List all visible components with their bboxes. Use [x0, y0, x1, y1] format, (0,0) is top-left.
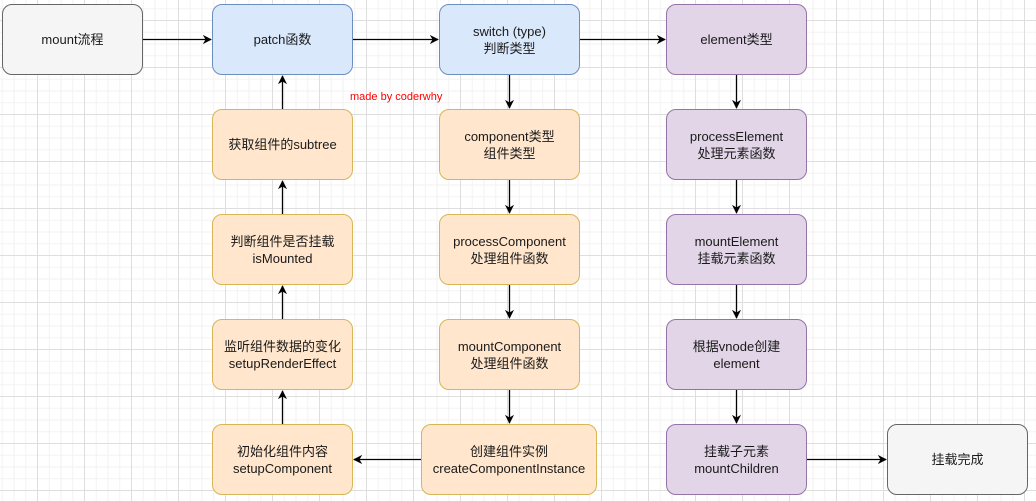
node-label: 获取组件的subtree — [228, 137, 337, 152]
node-mount-element[interactable]: mountElement 挂载元素函数 — [666, 214, 807, 285]
node-switch-type[interactable]: switch (type) 判断类型 — [439, 4, 580, 75]
node-sublabel: 组件类型 — [483, 145, 536, 161]
node-label: 创建组件实例 — [469, 443, 548, 459]
node-label: 监听组件数据的变化 — [223, 338, 341, 354]
node-label: mountElement — [694, 233, 779, 249]
node-label: 初始化组件内容 — [236, 443, 328, 459]
node-sublabel: setupComponent — [232, 460, 332, 476]
node-patch-function[interactable]: patch函数 — [212, 4, 353, 75]
node-sublabel: setupRenderEffect — [228, 355, 337, 371]
node-label: patch函数 — [253, 32, 312, 47]
node-mount-complete[interactable]: 挂载完成 — [887, 424, 1028, 495]
node-component-type[interactable]: component类型 组件类型 — [439, 109, 580, 180]
node-process-element[interactable]: processElement 处理元素函数 — [666, 109, 807, 180]
node-label: element类型 — [700, 32, 773, 47]
watermark-text: made by coderwhy — [350, 91, 443, 103]
node-sublabel: mountChildren — [694, 460, 779, 476]
node-mount-component[interactable]: mountComponent 处理组件函数 — [439, 319, 580, 390]
node-element-type[interactable]: element类型 — [666, 4, 807, 75]
node-sublabel: createComponentInstance — [432, 460, 586, 476]
node-is-mounted[interactable]: 判断组件是否挂载 isMounted — [212, 214, 353, 285]
node-setup-component[interactable]: 初始化组件内容 setupComponent — [212, 424, 353, 495]
node-label: switch (type) — [473, 23, 546, 39]
node-mount-flow[interactable]: mount流程 — [2, 4, 143, 75]
node-create-component-instance[interactable]: 创建组件实例 createComponentInstance — [421, 424, 597, 495]
node-label: mountComponent — [457, 338, 562, 354]
node-label: 根据vnode创建 — [692, 338, 781, 354]
node-mount-children[interactable]: 挂载子元素 mountChildren — [666, 424, 807, 495]
node-setup-render-effect[interactable]: 监听组件数据的变化 setupRenderEffect — [212, 319, 353, 390]
node-sublabel: 处理元素函数 — [697, 145, 776, 161]
node-label: component类型 — [464, 128, 555, 144]
node-label: mount流程 — [41, 32, 104, 47]
node-sublabel: element — [713, 355, 760, 371]
node-label: processElement — [689, 128, 784, 144]
node-sublabel: 处理组件函数 — [470, 355, 549, 371]
node-get-subtree[interactable]: 获取组件的subtree — [212, 109, 353, 180]
node-sublabel: 挂载元素函数 — [697, 250, 776, 266]
node-label: processComponent — [453, 233, 566, 249]
node-sublabel: 处理组件函数 — [470, 250, 549, 266]
node-label: 判断组件是否挂载 — [230, 233, 335, 249]
node-sublabel: isMounted — [252, 250, 313, 266]
node-process-component[interactable]: processComponent 处理组件函数 — [439, 214, 580, 285]
node-label: 挂载子元素 — [703, 443, 769, 459]
node-sublabel: 判断类型 — [483, 40, 536, 56]
node-create-element-from-vnode[interactable]: 根据vnode创建 element — [666, 319, 807, 390]
node-label: 挂载完成 — [931, 452, 984, 467]
